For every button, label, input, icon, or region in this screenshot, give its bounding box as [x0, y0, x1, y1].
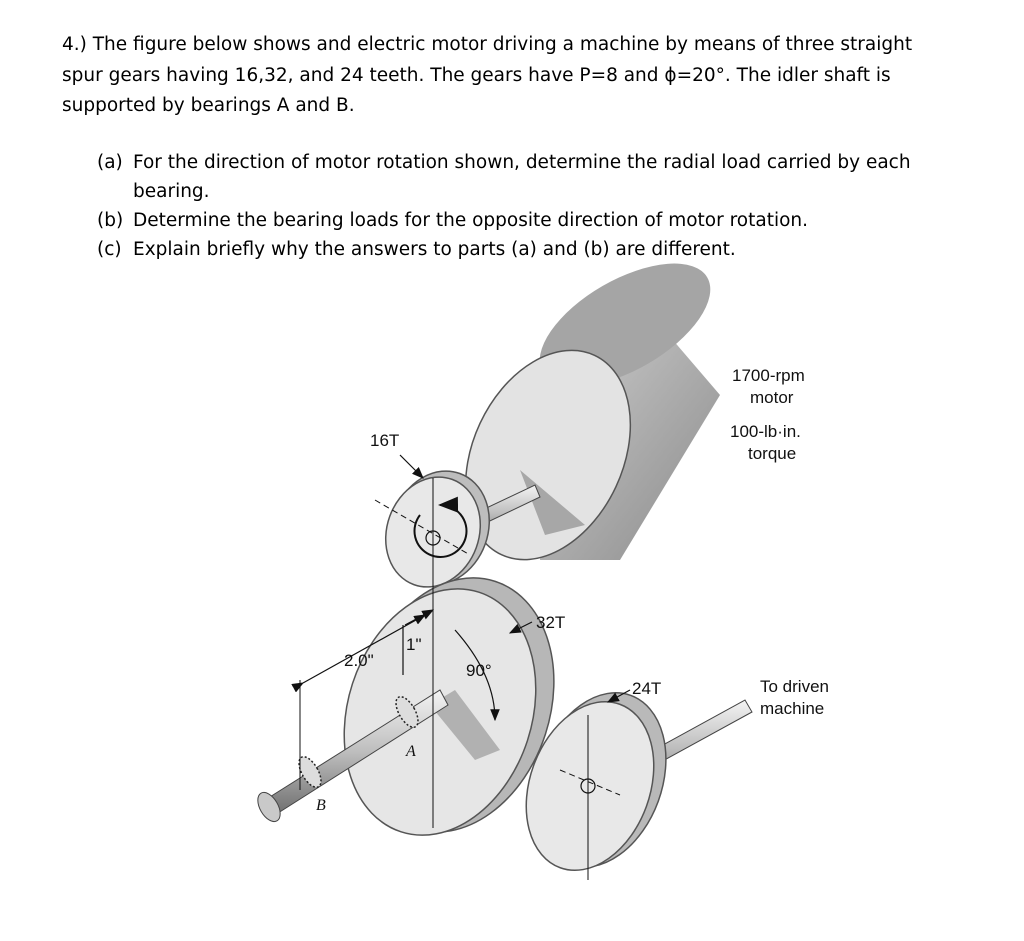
- part-c-label: (c): [97, 239, 122, 260]
- part-b: (b) Determine the bearing loads for the …: [97, 206, 977, 235]
- driven-label-2: machine: [760, 699, 824, 718]
- torque-label: torque: [748, 444, 796, 463]
- torque-value-label: 100-lb·in.: [730, 422, 801, 441]
- part-c: (c) Explain briefly why the answers to p…: [97, 235, 977, 264]
- gear-24t: [525, 692, 667, 872]
- motor-label: motor: [750, 388, 794, 407]
- gear-24t-label: 24T: [632, 679, 661, 698]
- part-b-text: Determine the bearing loads for the oppo…: [133, 210, 809, 231]
- dim-1in-label: 1": [406, 635, 422, 654]
- shaft-end: [257, 791, 281, 823]
- part-b-label: (b): [97, 210, 124, 231]
- dim-2in-label: 2.0": [344, 651, 374, 670]
- problem-line-2: spur gears having 16,32, and 24 teeth. T…: [62, 64, 891, 86]
- question-parts: (a) For the direction of motor rotation …: [97, 148, 977, 264]
- bearing-a-label: A: [405, 743, 416, 760]
- dimension-lines: [291, 454, 631, 722]
- gear-32t-label: 32T: [536, 613, 565, 632]
- part-a: (a) For the direction of motor rotation …: [97, 148, 977, 206]
- driven-label-1: To driven: [760, 677, 829, 696]
- part-a-text-1: For the direction of motor rotation show…: [133, 152, 911, 173]
- rotation-arrow: [413, 496, 468, 558]
- problem-statement: 4.) The figure below shows and electric …: [62, 30, 962, 122]
- problem-line-3: supported by bearings A and B.: [62, 95, 355, 116]
- bearing-a: [395, 695, 419, 729]
- angle-label: 90°: [466, 661, 492, 680]
- problem-line-1: 4.) The figure below shows and electric …: [62, 34, 913, 55]
- bearing-b: [298, 755, 322, 789]
- bearing-b-label: B: [316, 797, 326, 814]
- gear-16t-label: 16T: [370, 431, 399, 450]
- part-a-label: (a): [97, 152, 123, 173]
- part-c-text: Explain briefly why the answers to parts…: [133, 239, 736, 260]
- centerlines: [299, 478, 621, 880]
- part-a-text-2: bearing.: [133, 181, 210, 202]
- motor-speed-label: 1700-rpm: [732, 366, 805, 385]
